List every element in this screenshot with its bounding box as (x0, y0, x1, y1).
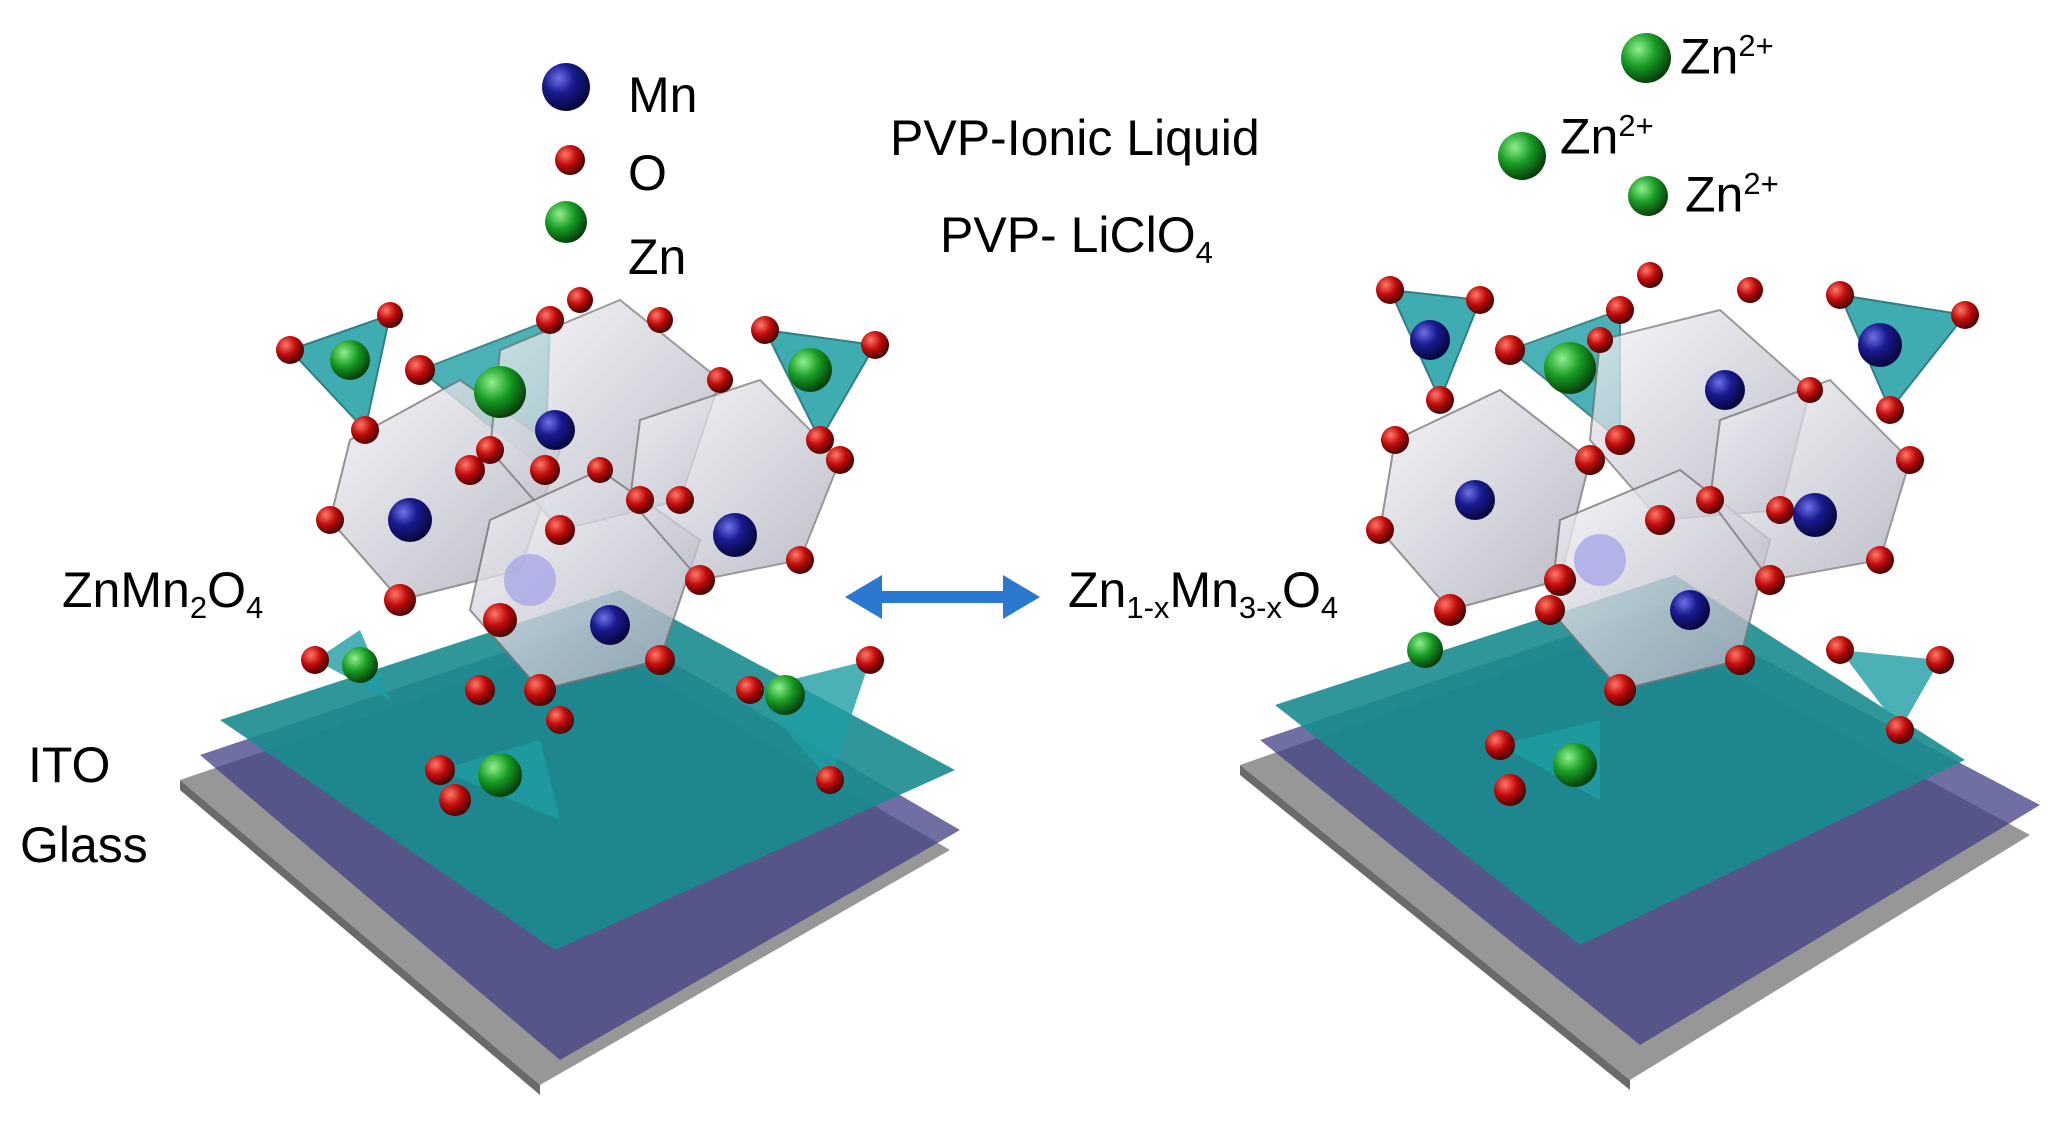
left-zn-atom (342, 647, 378, 683)
right-oxygen-atoms (1366, 262, 1979, 806)
right-mn-atom (1858, 323, 1902, 367)
right-mn-atom (1705, 370, 1745, 410)
left-glass-plate-edge (180, 780, 540, 1095)
left-zn-atom (474, 366, 526, 418)
left-zn-atom (788, 348, 832, 392)
legend-o-marker (555, 145, 585, 175)
right-mn-atom (1670, 590, 1710, 630)
zn-ion-label-3: Zn2+ (1685, 166, 1779, 223)
right-zn-atom (1407, 632, 1443, 668)
legend-mn-label: Mn (628, 67, 698, 123)
zn-ion-marker (1498, 132, 1546, 180)
right-mn-atom (1793, 493, 1837, 537)
right-formula: Zn1-xMn3-xO4 (1068, 562, 1339, 625)
left-zn-atom (330, 340, 370, 380)
right-zn-atom (1553, 743, 1597, 787)
left-oxygen-atoms (276, 287, 889, 816)
left-mn-atom (388, 498, 432, 542)
zn-ion-label-1: Zn2+ (1680, 28, 1774, 85)
left-mn-atom (713, 513, 757, 557)
left-zn-atom (478, 753, 522, 797)
right-tetrahedron (1840, 650, 1940, 730)
right-ito-plate (1275, 575, 1965, 945)
substrate-label-glass: Glass (20, 817, 148, 873)
legend-zn-marker (545, 201, 587, 243)
left-mn-atom (504, 554, 556, 606)
legend-mn-marker (542, 63, 590, 111)
reversible-arrow (845, 575, 1040, 619)
zn-ion-marker (1621, 33, 1671, 83)
electrolyte-line-2: PVP- LiClO4 (940, 207, 1213, 270)
right-glass-plate-edge (1240, 765, 1630, 1090)
right-zn-atom (1544, 342, 1596, 394)
right-mn-atom (1410, 320, 1450, 360)
substrate-label-ito: ITO (28, 737, 111, 793)
zn-ion-label-2: Zn2+ (1560, 108, 1654, 165)
right-structure (1240, 262, 2040, 1090)
right-tetrahedron (1838, 293, 1967, 412)
legend-o-label: O (628, 145, 667, 201)
legend-zn-label: Zn (628, 229, 687, 285)
left-mn-atom (535, 410, 575, 450)
zn-ion-marker (1628, 176, 1668, 216)
left-structure (180, 287, 960, 1095)
right-mn-atom (1574, 534, 1626, 586)
left-ito-plate (220, 590, 955, 950)
left-formula: ZnMn2O4 (62, 562, 264, 625)
electrolyte-line-1: PVP-Ionic Liquid (890, 110, 1260, 166)
left-zn-atom (765, 675, 805, 715)
right-mn-atom (1455, 480, 1495, 520)
left-mn-atom (590, 605, 630, 645)
